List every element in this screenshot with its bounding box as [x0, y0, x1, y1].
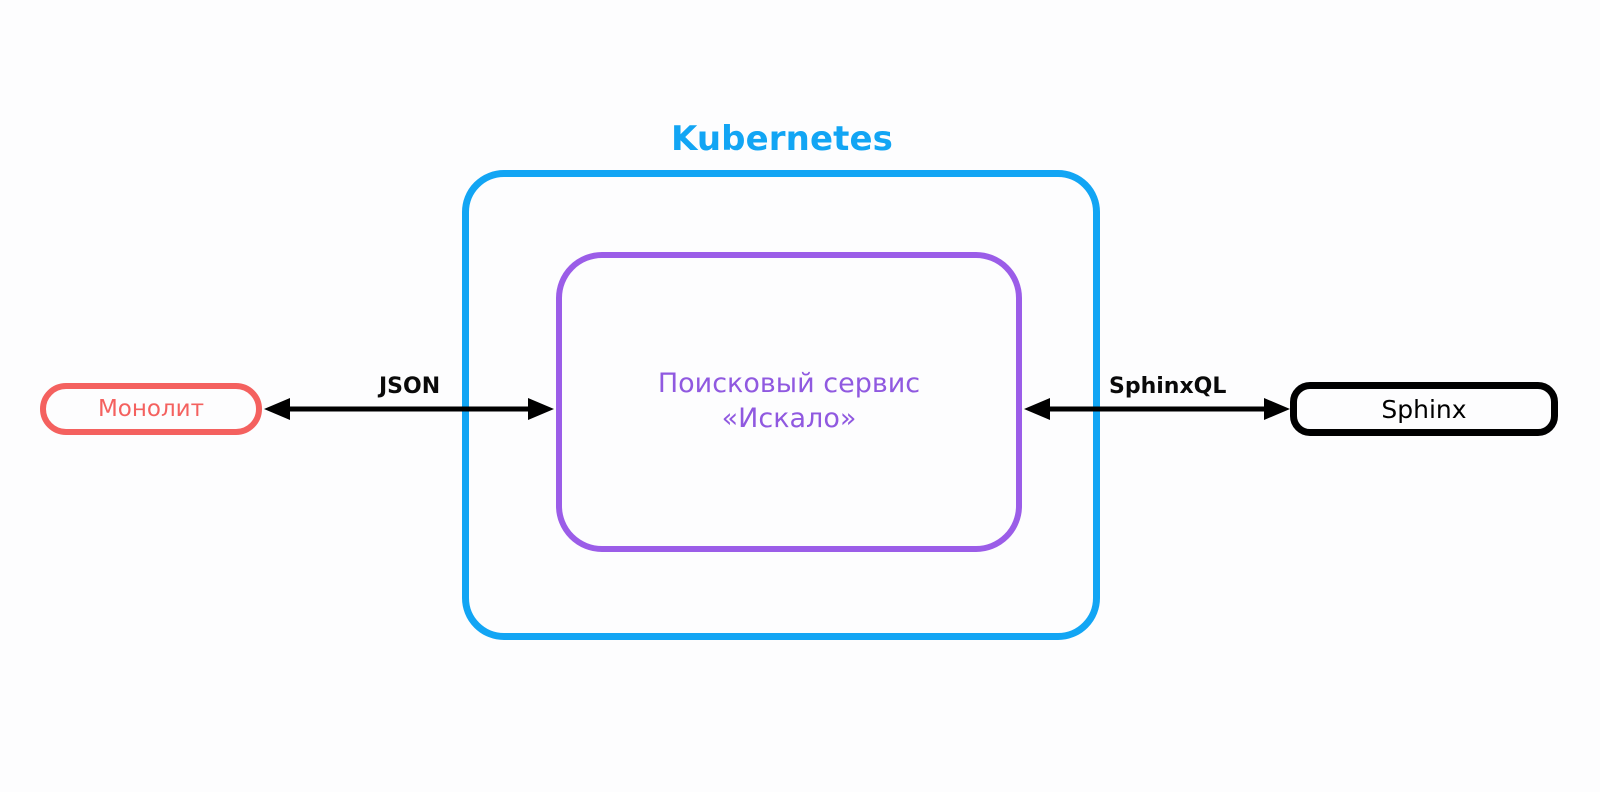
arrowhead-right-sphinx: [1264, 398, 1290, 420]
edge-label-json: JSON: [379, 374, 441, 399]
kubernetes-cluster-title: Kubernetes: [671, 119, 893, 159]
edge-label-sphinxql: SphinxQL: [1109, 374, 1227, 399]
node-monolith: Монолит: [40, 383, 262, 435]
node-search-service: Поисковый сервис «Искало»: [556, 252, 1022, 552]
node-monolith-label: Монолит: [97, 395, 205, 422]
node-sphinx-label: Sphinx: [1381, 394, 1467, 424]
node-search-service-label: Поисковый сервис «Искало»: [657, 368, 921, 434]
arrowhead-left-monolith: [264, 398, 290, 420]
kubernetes-cluster-boundary: [462, 170, 1100, 640]
node-sphinx: Sphinx: [1290, 382, 1558, 436]
